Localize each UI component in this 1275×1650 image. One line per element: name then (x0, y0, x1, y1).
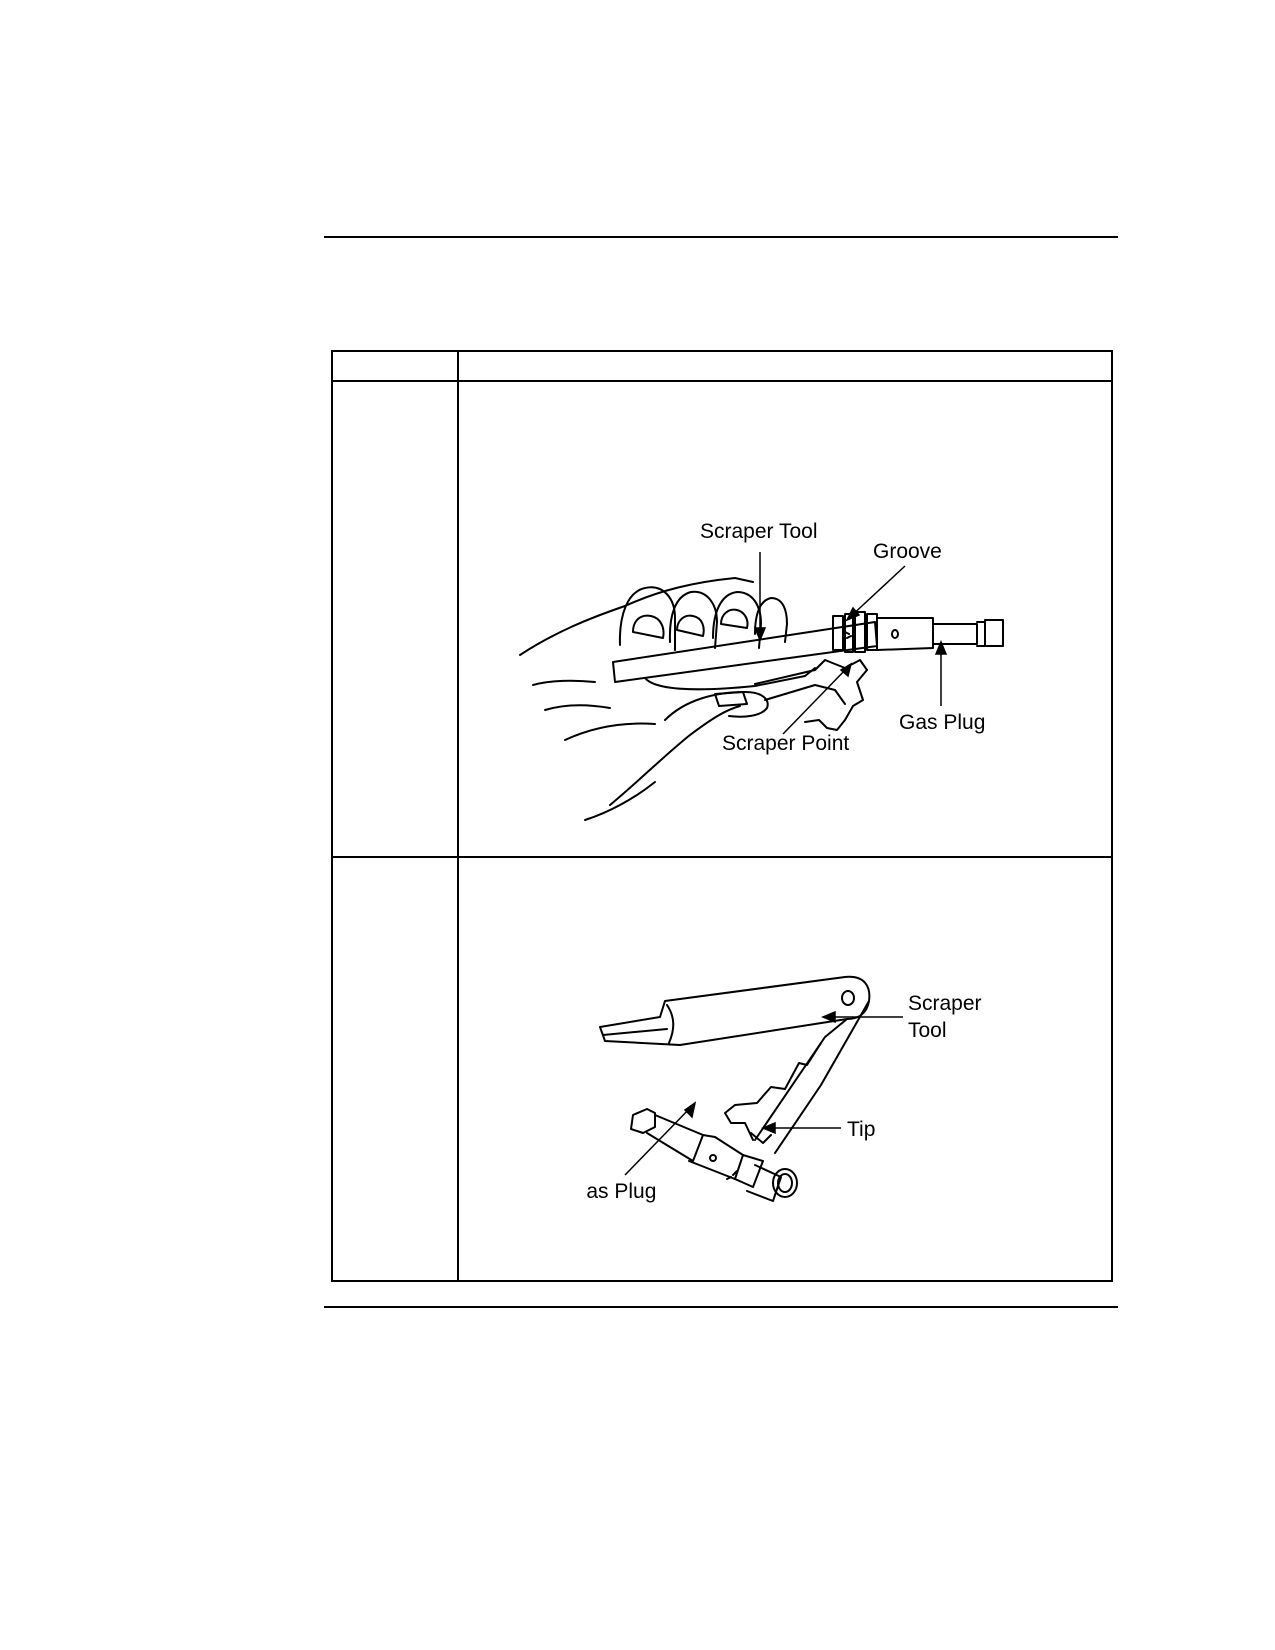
label-gas-plug-2: Gas Plug (585, 1180, 656, 1203)
scraper-hand-illustration: Scraper Tool Groove Gas Plug Scraper Poi… (519, 520, 1004, 821)
label-tool: Tool (908, 1019, 947, 1042)
label-tip: Tip (847, 1118, 875, 1141)
bottom-rule (324, 1306, 1118, 1308)
label-scraper-point: Scraper Point (722, 732, 849, 755)
procedure-table (331, 350, 1113, 1282)
header-row-divider (333, 380, 1111, 382)
label-scraper-tool: Scraper Tool (700, 520, 818, 543)
label-gas-plug: Gas Plug (899, 711, 985, 734)
figure-scraper-cleaning-tip: Scraper Tool Tip Gas Plug (585, 965, 1045, 1255)
label-scraper: Scraper (908, 992, 982, 1015)
figure-scraper-cleaning-groove: Scraper Tool Groove Gas Plug Scraper Poi… (515, 520, 1075, 830)
label-groove: Groove (873, 540, 942, 563)
top-rule (324, 236, 1118, 238)
row-divider (333, 856, 1111, 858)
scraper-tip-illustration: Scraper Tool Tip Gas Plug (585, 975, 982, 1203)
column-divider (457, 352, 459, 1280)
